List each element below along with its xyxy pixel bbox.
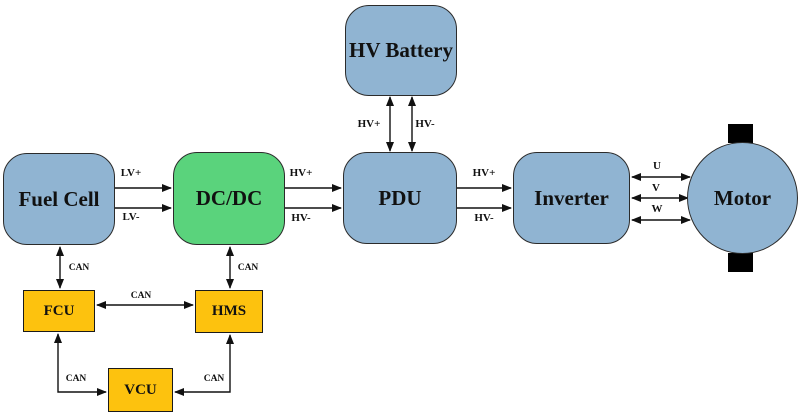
node-pdu: PDU xyxy=(343,152,457,244)
edge-label-battery-hv-minus: HV- xyxy=(415,118,435,130)
node-hms: HMS xyxy=(195,290,263,333)
edge-label-phase-u: U xyxy=(653,160,661,172)
node-hv-battery: HV Battery xyxy=(345,5,457,96)
edge-label-hms-vcu-can: CAN xyxy=(203,374,225,384)
edge-label-phase-v: V xyxy=(652,182,660,194)
node-fuel-cell: Fuel Cell xyxy=(3,153,115,245)
motor-terminal-top xyxy=(728,124,753,143)
edge-label-dcdc-hms-can: CAN xyxy=(237,263,259,273)
node-dc-dc-label: DC/DC xyxy=(195,186,263,210)
motor-terminal-bottom xyxy=(728,253,753,272)
edge-label-pdu-inverter-hv-minus: HV- xyxy=(474,212,494,224)
node-motor: Motor xyxy=(687,142,798,254)
edge-label-battery-hv-plus: HV+ xyxy=(357,118,381,130)
node-hv-battery-label: HV Battery xyxy=(348,38,453,62)
node-inverter: Inverter xyxy=(513,152,630,244)
edge-label-fcu-vcu-can: CAN xyxy=(65,374,87,384)
edge-label-phase-w: W xyxy=(651,203,663,215)
edge-label-fuelcell-fcu-can: CAN xyxy=(68,263,90,273)
edge-label-dcdc-pdu-hv-minus: HV- xyxy=(291,212,311,224)
node-vcu-label: VCU xyxy=(124,381,157,398)
node-fcu-label: FCU xyxy=(43,302,75,319)
node-dc-dc: DC/DC xyxy=(173,152,285,245)
node-inverter-label: Inverter xyxy=(534,185,609,210)
edge-label-dcdc-pdu-hv-plus: HV+ xyxy=(289,167,313,179)
node-fuel-cell-label: Fuel Cell xyxy=(18,186,100,211)
edge-label-lv-plus: LV+ xyxy=(120,167,142,179)
node-hms-label: HMS xyxy=(211,303,247,319)
node-motor-label: Motor xyxy=(713,185,772,210)
node-vcu: VCU xyxy=(108,368,173,412)
edge-label-lv-minus: LV- xyxy=(122,211,140,223)
node-pdu-label: PDU xyxy=(378,185,422,210)
edge-label-pdu-inverter-hv-plus: HV+ xyxy=(472,167,496,179)
edge-label-fcu-hms-can: CAN xyxy=(130,291,152,301)
node-fcu: FCU xyxy=(23,290,95,332)
